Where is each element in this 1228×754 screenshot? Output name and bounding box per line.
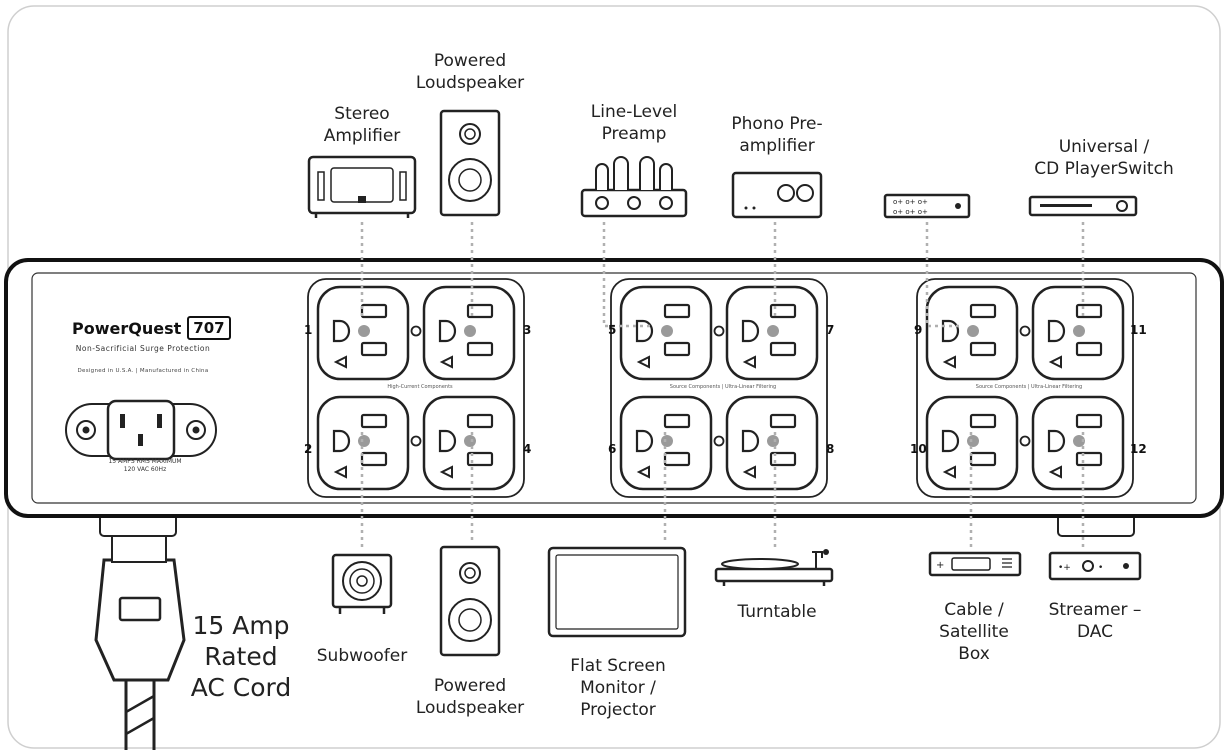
outlet-7[interactable]	[725, 285, 819, 381]
bank-source-1	[610, 278, 828, 498]
outlet-6[interactable]	[619, 395, 713, 491]
ac-inlet	[65, 399, 217, 461]
label-powered-loudspeaker-bottom: Powered Loudspeaker	[415, 676, 525, 718]
bank-caption-2: Source Components | Ultra-Linear Filteri…	[669, 384, 777, 390]
flat-screen-drawing	[547, 546, 687, 638]
outlet-11[interactable]	[1031, 285, 1125, 381]
outlet-number-3: 3	[523, 323, 532, 337]
bank-high-current	[307, 278, 525, 498]
label-line-level-preamp: Line-Level Preamp	[590, 102, 678, 144]
label-phono-preamplifier: Phono Pre- amplifier	[731, 114, 823, 156]
powered-loudspeaker-top-drawing	[439, 109, 501, 217]
subwoofer-drawing	[331, 553, 393, 614]
cd-player-drawing	[1028, 195, 1138, 217]
outlet-number-7: 7	[826, 323, 835, 337]
svg-text:•+: •+	[1058, 563, 1071, 573]
label-cable-box: Cable / Satellite Box	[939, 600, 1009, 664]
front-panel	[31, 272, 1197, 504]
outlet-8[interactable]	[725, 395, 819, 491]
turntable-drawing	[714, 549, 834, 586]
network-switch-drawing: o+ o+ o+ o+ o+ o+	[883, 193, 971, 219]
bank-caption-1: High-Current Components	[387, 384, 453, 390]
label-subwoofer: Subwoofer	[316, 646, 408, 666]
outlet-5[interactable]	[619, 285, 713, 381]
label-ac-cord: 15 Amp Rated AC Cord	[190, 611, 292, 702]
label-flat-screen: Flat Screen Monitor / Projector	[570, 656, 666, 720]
streamer-dac-drawing: •+ •	[1048, 551, 1142, 581]
label-powered-loudspeaker-top: Powered Loudspeaker	[415, 51, 525, 93]
outlet-number-8: 8	[826, 442, 835, 456]
stereo-amplifier-drawing	[307, 155, 417, 218]
label-turntable: Turntable	[737, 602, 817, 622]
origin-text: Designed in U.S.A. | Manufactured in Chi…	[77, 368, 209, 374]
phono-preamplifier-drawing	[731, 171, 823, 219]
outlet-number-9: 9	[914, 323, 923, 337]
outlet-number-12: 12	[1130, 442, 1147, 456]
outlet-9[interactable]	[925, 285, 1019, 381]
svg-text:o+ o+ o+: o+ o+ o+	[893, 208, 928, 216]
line-level-preamp-drawing	[580, 156, 688, 218]
ac-cord	[94, 535, 186, 750]
svg-text:+: +	[936, 560, 944, 571]
outlet-number-6: 6	[608, 442, 617, 456]
outlet-4[interactable]	[422, 395, 516, 491]
outlet-number-1: 1	[304, 323, 313, 337]
outlet-3[interactable]	[422, 285, 516, 381]
label-universal-cd-player: Universal / CD PlayerSwitch	[1034, 137, 1174, 179]
outlet-number-10: 10	[910, 442, 927, 456]
outlet-10[interactable]	[925, 395, 1019, 491]
brand-logo: PowerQuest 707	[72, 316, 231, 340]
label-stereo-amplifier: Stereo Amplifier	[323, 104, 401, 146]
outlet-number-2: 2	[304, 442, 313, 456]
label-streamer-dac: Streamer – DAC	[1048, 600, 1142, 642]
outlet-12[interactable]	[1031, 395, 1125, 491]
bank-caption-3: Source Components | Ultra-Linear Filteri…	[975, 384, 1083, 390]
inlet-rating: 15 AMPS RMS MAXIMUM 120 VAC 60Hz	[108, 458, 182, 473]
brand-model: 707	[187, 316, 231, 340]
lead-network-switch	[925, 222, 960, 328]
outlet-number-5: 5	[608, 323, 617, 337]
brand-name: PowerQuest	[72, 318, 182, 338]
tagline: Non-Sacrificial Surge Protection	[75, 344, 211, 353]
powered-loudspeaker-bottom-drawing	[439, 545, 501, 657]
cable-box-drawing: +	[928, 551, 1022, 577]
svg-text:•: •	[1098, 563, 1103, 573]
svg-text:o+ o+ o+: o+ o+ o+	[893, 198, 928, 206]
outlet-number-11: 11	[1130, 323, 1147, 337]
outlet-number-4: 4	[523, 442, 532, 456]
